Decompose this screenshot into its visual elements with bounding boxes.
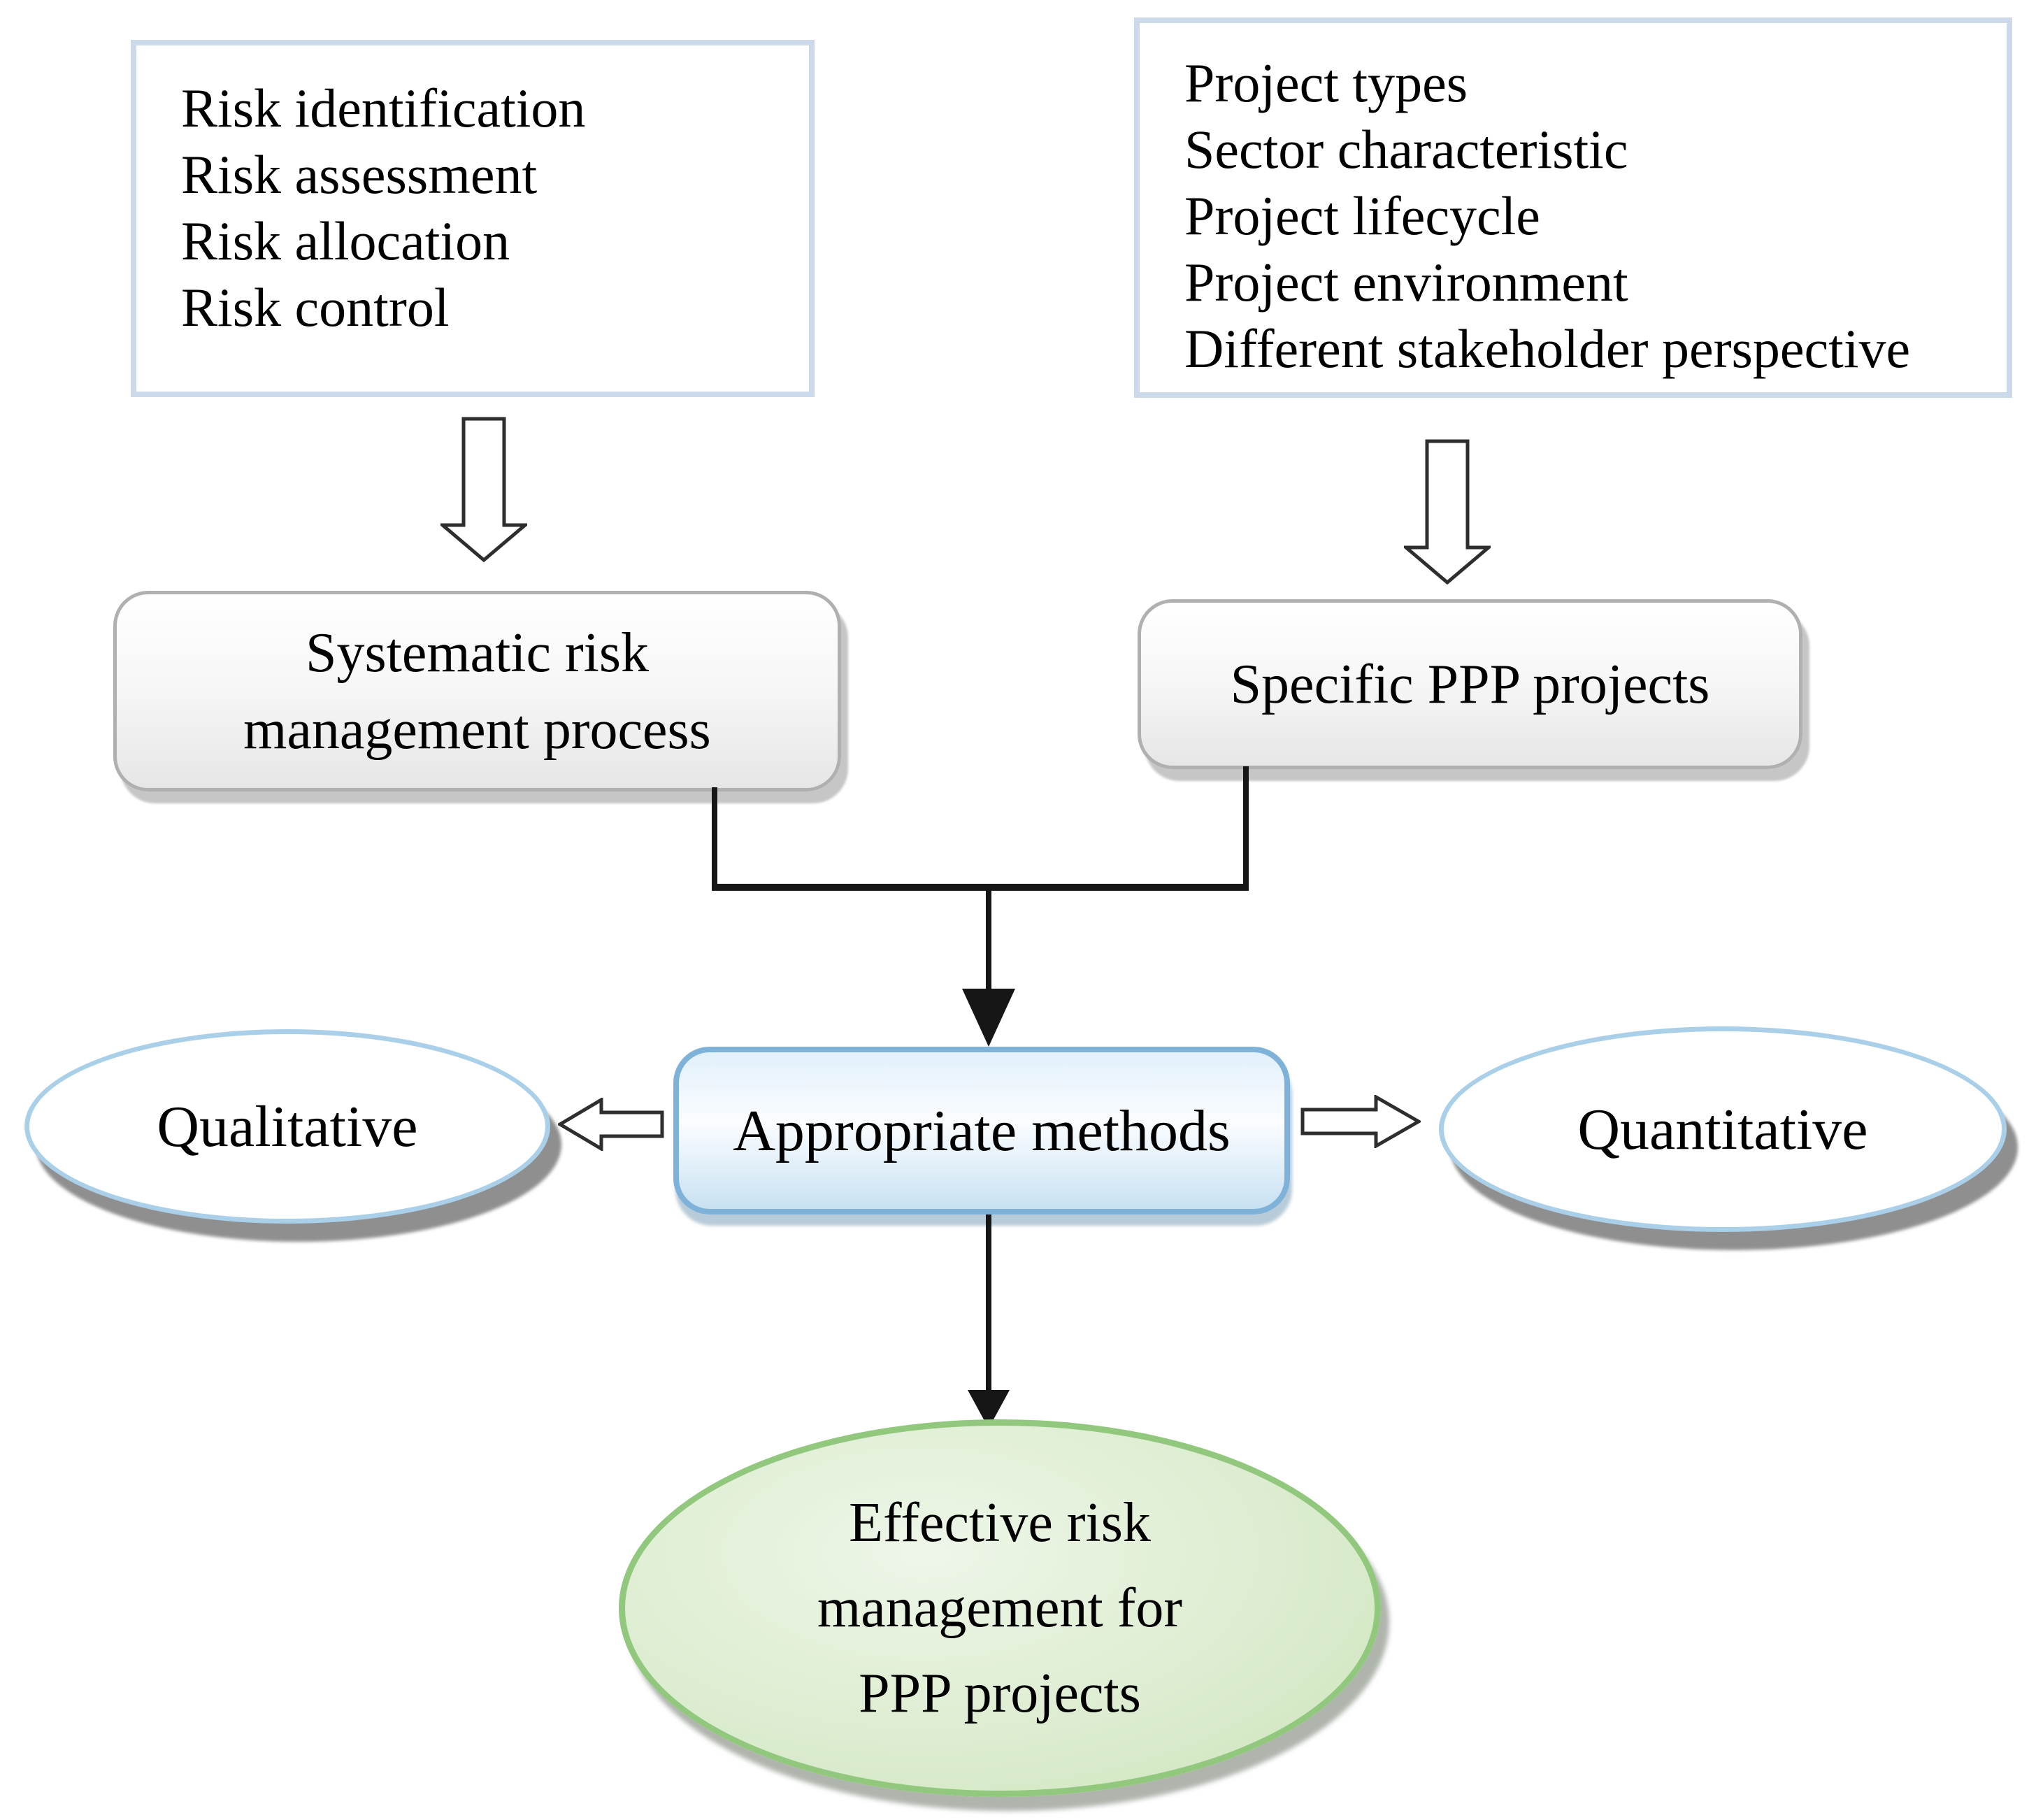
box-label: Appropriate methods: [733, 1098, 1231, 1163]
ellipse-label: Qualitative: [157, 1094, 418, 1159]
arrowhead-icon: [962, 989, 1015, 1047]
connector-line: [712, 787, 717, 891]
project-context-inputs-box: Project types Sector characteristic Proj…: [1134, 17, 2012, 398]
ellipse-label-line: management for: [817, 1577, 1182, 1639]
down-block-arrow-icon: [440, 417, 527, 562]
down-block-arrow-icon: [1404, 439, 1491, 585]
list-item: Risk assessment: [181, 144, 538, 205]
risk-process-inputs-box: Risk identification Risk assessment Risk…: [131, 40, 815, 397]
appropriate-methods-box: Appropriate methods: [673, 1047, 1290, 1214]
right-block-arrow-icon: [1300, 1095, 1421, 1148]
box-label-line: management process: [243, 698, 711, 761]
list-item: Project types: [1184, 52, 1468, 113]
left-block-arrow-icon: [558, 1098, 664, 1151]
ellipse-label: Quantitative: [1577, 1096, 1868, 1162]
list-item: Risk control: [181, 277, 450, 338]
list-item: Sector characteristic: [1184, 119, 1628, 180]
connector-line: [986, 1214, 991, 1391]
list-item: Project lifecycle: [1184, 185, 1540, 246]
box-label: Specific PPP projects: [1230, 653, 1710, 715]
ellipse-label-line: Effective risk: [849, 1492, 1151, 1554]
connector-line: [712, 884, 1249, 891]
systematic-risk-management-box: Systematic risk management process: [113, 591, 841, 791]
connector-line: [1243, 766, 1249, 891]
box-label-line: Systematic risk: [305, 622, 650, 684]
list-item: Different stakeholder perspective: [1184, 318, 1911, 379]
ellipse-label-line: PPP projects: [859, 1663, 1141, 1724]
effective-risk-management-ellipse: Effective risk management for PPP projec…: [619, 1419, 1381, 1797]
connector-line: [986, 891, 991, 990]
list-item: Risk allocation: [181, 210, 510, 271]
qualitative-ellipse: Qualitative: [24, 1029, 550, 1224]
list-item: Risk identification: [181, 78, 586, 138]
quantitative-ellipse: Quantitative: [1439, 1026, 2007, 1232]
list-item: Project environment: [1184, 252, 1628, 313]
specific-ppp-projects-box: Specific PPP projects: [1138, 599, 1802, 769]
